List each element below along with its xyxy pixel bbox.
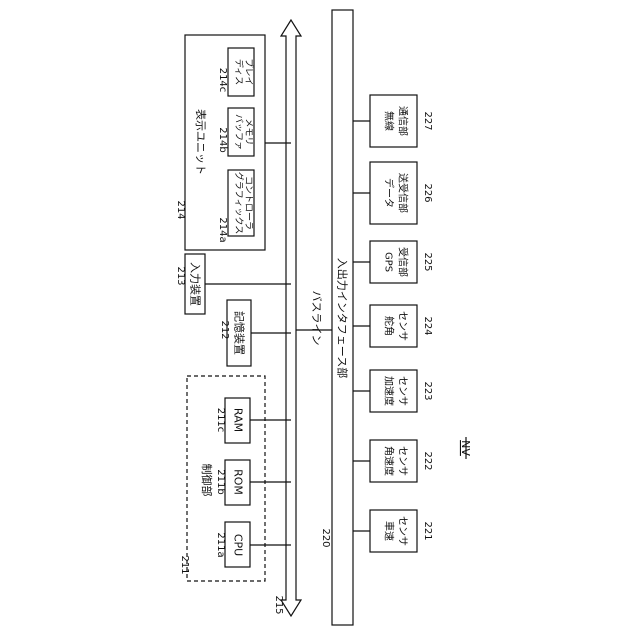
bus-line (281, 20, 301, 616)
storage-label: 記憶装置 (233, 311, 247, 355)
ram-label: RAM (232, 408, 245, 432)
peripheral-label-line2: 送受信部 (397, 173, 410, 213)
peripheral-label-line2: 受信部 (397, 247, 410, 277)
io-interface-label: 入出力インタフェース部 (336, 258, 350, 378)
buffer-memory-ref: 214b (217, 127, 228, 152)
peripheral-ref: 223 (422, 381, 433, 400)
peripheral-ref: 226 (422, 183, 433, 202)
peripheral-ref: 225 (422, 252, 433, 271)
peripheral-ref: 222 (422, 451, 433, 470)
display-unit-ref: 214 (175, 200, 186, 219)
peripheral-label-line1: 角速度 (383, 446, 396, 476)
control-unit-ref: 211 (179, 555, 190, 574)
peripheral-wireless-communication: 無線 通信部 227 (353, 95, 433, 147)
io-interface-ref: 220 (320, 528, 331, 547)
storage-ref: 212 (219, 320, 230, 339)
bus-label: バスライン (310, 291, 323, 346)
ram-ref: 211c (215, 408, 226, 433)
peripheral-label-line2: センサ (397, 376, 409, 406)
buffer-memory-label-line1: バッファ (233, 114, 244, 150)
display-ref: 214c (217, 68, 228, 93)
peripheral-ref: 227 (422, 111, 433, 130)
rom-ref: 211b (215, 469, 226, 494)
peripheral-acceleration-sensor: 加速度 センサ 223 (353, 370, 433, 412)
peripheral-label-line1: 無線 (383, 111, 396, 131)
peripheral-label-line1: 舵角 (383, 316, 396, 336)
buffer-memory-label-line2: メモリ (243, 118, 253, 145)
graphics-controller-label-line2: コントローラ (243, 176, 254, 230)
peripheral-label-line2: センサ (397, 311, 409, 341)
cpu-ref: 211a (215, 532, 226, 557)
peripheral-label-line2: センサ (397, 446, 409, 476)
peripheral-label-line2: センサ (397, 516, 409, 546)
peripheral-data-transceiver: データ 送受信部 226 (353, 162, 433, 224)
input-device-ref: 213 (175, 266, 186, 285)
input-device-label: 入力装置 (189, 262, 202, 306)
peripheral-label-line1: 車速 (383, 521, 396, 541)
rom-label: ROM (232, 469, 245, 495)
peripheral-label-line1: データ (383, 178, 396, 208)
cpu-label: CPU (232, 534, 245, 556)
peripheral-gps-receiver: GPS 受信部 225 (353, 241, 433, 283)
bus-ref: 215 (273, 595, 284, 614)
peripheral-ref: 224 (422, 316, 433, 335)
peripheral-label-line1: GPS (383, 252, 394, 272)
peripheral-angular-velocity-sensor: 角速度 センサ 222 (353, 440, 433, 482)
control-unit-label: 制御部 (200, 464, 214, 497)
graphics-controller-ref: 214a (217, 217, 228, 242)
peripheral-vehicle-speed-sensor: 車速 センサ 221 (353, 510, 433, 552)
peripheral-steering-angle-sensor: 舵角 センサ 224 (353, 305, 433, 347)
peripheral-ref: 221 (422, 521, 433, 540)
peripheral-label-line1: 加速度 (383, 376, 396, 406)
display-unit-label: 表示ユニット (194, 109, 208, 175)
display-label-line2: プレイ (243, 58, 254, 85)
peripheral-label-line2: 通信部 (397, 106, 410, 136)
